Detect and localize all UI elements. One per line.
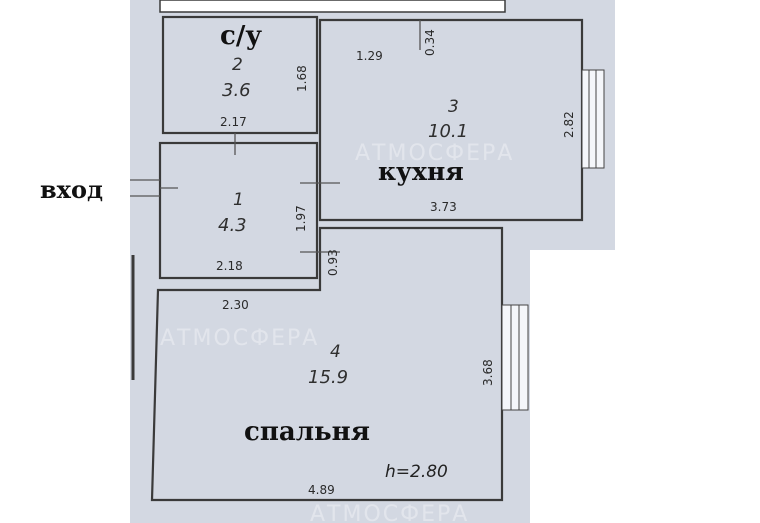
dim-bath-width: 2.17: [220, 115, 247, 129]
watermark-middle: АТМОСФЕРА: [160, 326, 319, 351]
dim-bedroom-height: 3.68: [481, 359, 495, 386]
room-number-bath: 2: [232, 55, 243, 75]
watermark-bottom: АТМОСФЕРА: [310, 502, 469, 523]
room-hall: [158, 141, 319, 280]
room-area-bedroom: 15.9: [308, 367, 348, 388]
room-number-kitchen: 3: [448, 97, 459, 117]
dim-hall-small: 0.93: [326, 249, 340, 276]
dim-kitchen-top-small: 0.34: [423, 29, 437, 56]
dim-kitchen-top-left: 1.29: [356, 49, 383, 63]
dim-bath-height: 1.68: [295, 65, 309, 92]
right-margin: [615, 0, 760, 523]
dim-kitchen-height: 2.82: [562, 111, 576, 138]
ceiling-height: h=2.80: [385, 462, 448, 482]
dim-kitchen-width: 3.73: [430, 200, 457, 214]
room-bathroom: [161, 15, 319, 135]
label-bathroom: с/у: [220, 21, 262, 51]
label-kitchen: кухня: [378, 157, 464, 186]
dim-hall-height: 1.97: [294, 205, 308, 232]
label-entrance: вход: [40, 175, 103, 204]
top-wall-strip: [159, 0, 506, 13]
dim-bedroom-width: 4.89: [308, 483, 335, 497]
kitchen-window: [581, 69, 605, 169]
dim-hall-width: 2.18: [216, 259, 243, 273]
outside-area: [530, 250, 620, 523]
room-bedroom: [150, 226, 504, 502]
room-area-hall: 4.3: [218, 215, 247, 236]
watermark-top: АТМОСФЕРА: [355, 141, 514, 166]
label-bedroom: спальня: [244, 417, 370, 447]
room-number-bedroom: 4: [330, 342, 341, 362]
room-number-hall: 1: [233, 190, 244, 210]
dim-bedroom-top: 2.30: [222, 298, 249, 312]
room-area-bath: 3.6: [222, 80, 251, 101]
bedroom-window: [501, 304, 529, 411]
room-area-kitchen: 10.1: [428, 121, 468, 142]
room-kitchen: [318, 18, 584, 222]
